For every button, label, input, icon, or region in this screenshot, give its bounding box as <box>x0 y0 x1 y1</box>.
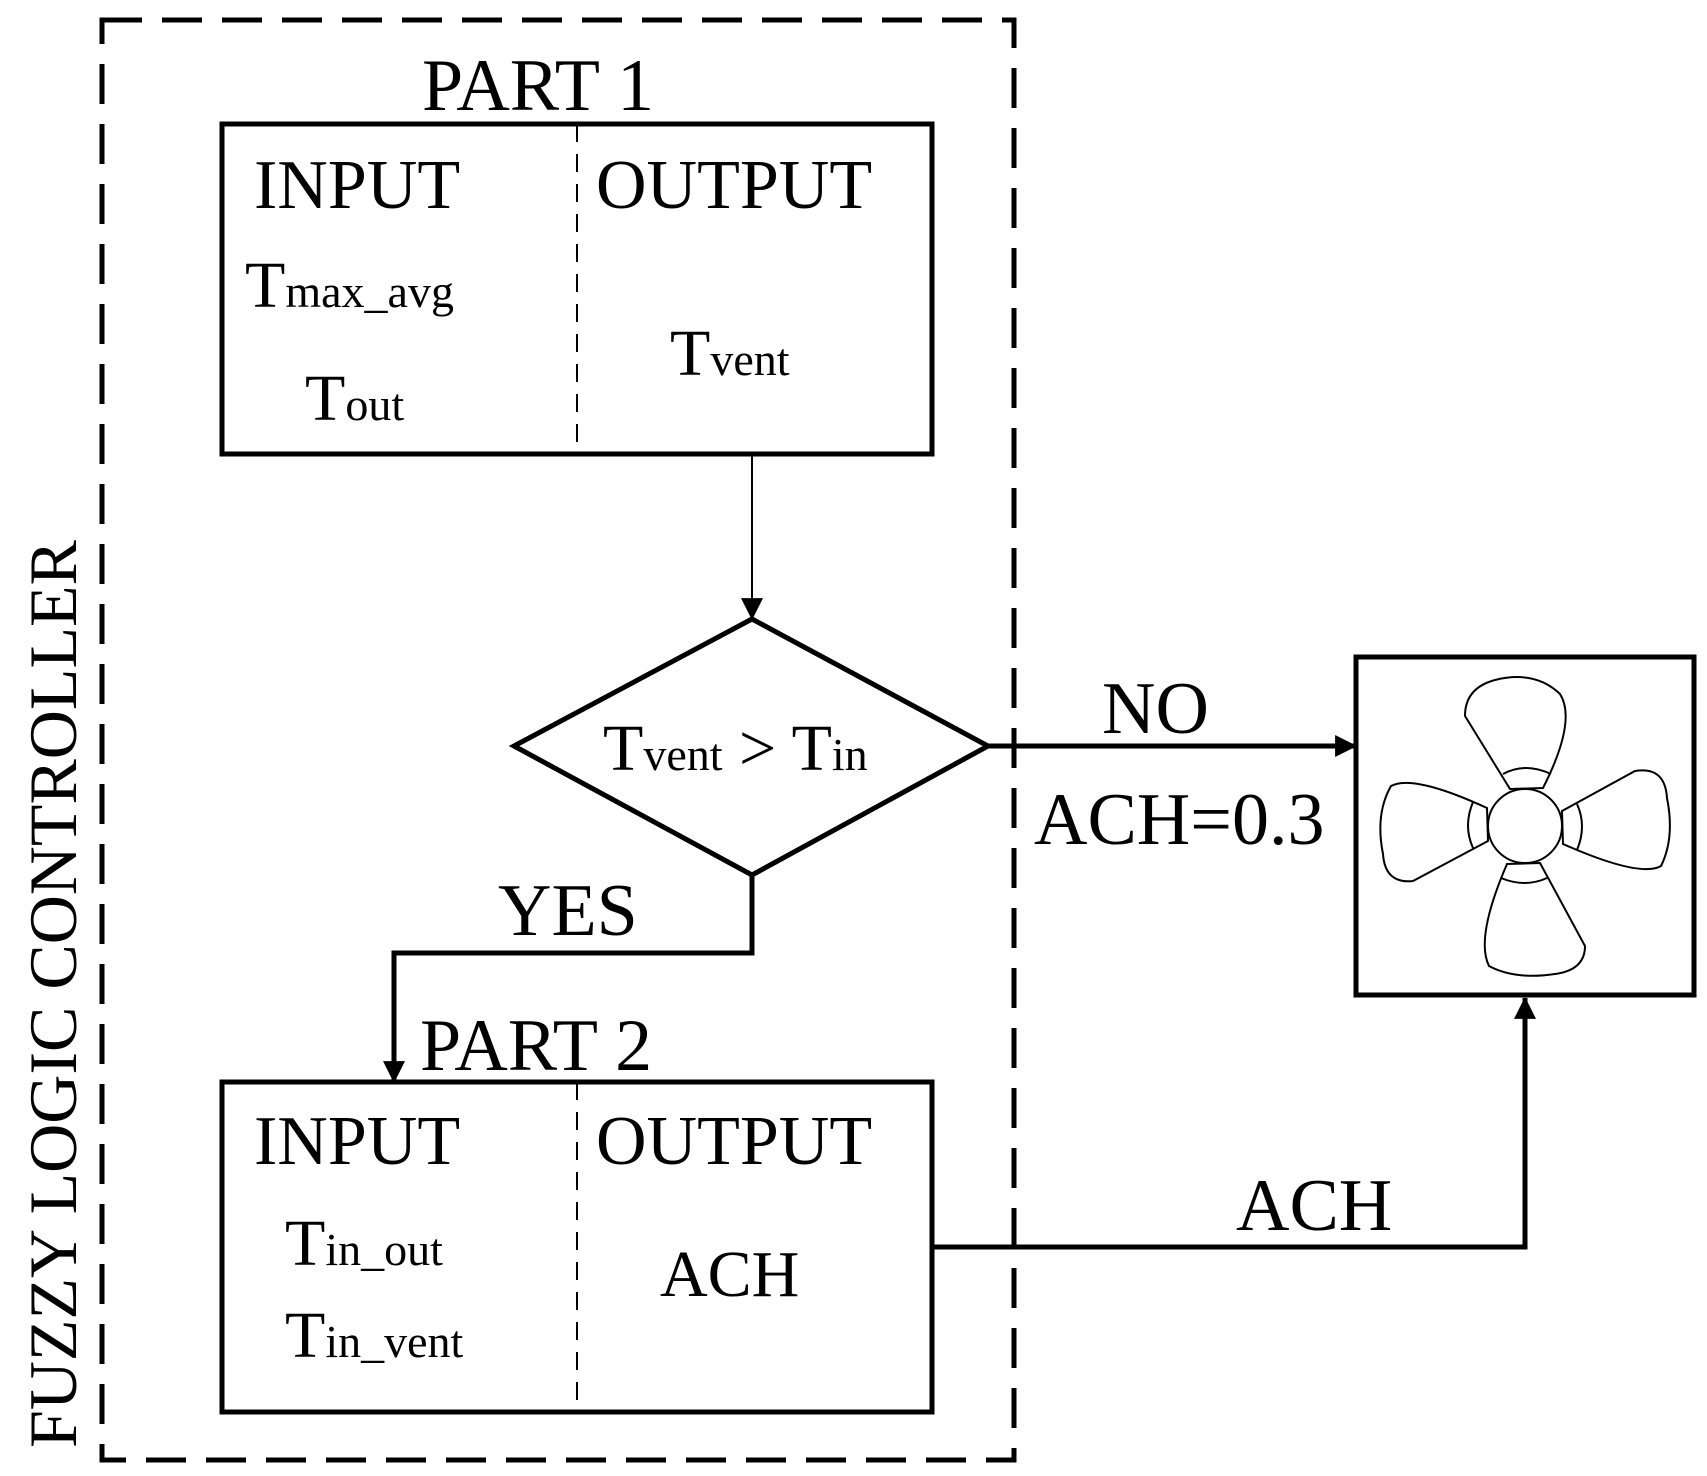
part1-input-tmax-avg: Tmax_avg <box>245 249 454 322</box>
part1-output-tvent: Tvent <box>670 317 790 390</box>
yes-label: YES <box>498 870 638 952</box>
part2-input-tin-out: Tin_out <box>285 1207 443 1280</box>
part2-input-tin-vent: Tin_vent <box>285 1299 464 1372</box>
arrow-ach-to-fan <box>932 996 1536 1250</box>
no-ach-value: ACH=0.3 <box>1034 779 1324 861</box>
ach-link-label: ACH <box>1236 1165 1392 1247</box>
controller-boundary <box>99 17 1017 1463</box>
decision-condition: Tvent > Tin <box>603 712 868 785</box>
part2-output-ach: ACH <box>660 1238 799 1311</box>
part1-output-header: OUTPUT <box>596 147 872 224</box>
part2-output-header: OUTPUT <box>596 1103 872 1180</box>
fan-box <box>1353 654 1697 998</box>
arrow-yes-branch <box>383 875 755 1084</box>
controller-label: FUZZY LOGIC CONTROLLER <box>15 539 91 1448</box>
fan-icon <box>1379 676 1671 977</box>
part2-input-header: INPUT <box>254 1103 460 1180</box>
part1-title: PART 1 <box>422 45 654 127</box>
part2-title: PART 2 <box>420 1005 652 1087</box>
part1-input-header: INPUT <box>254 147 460 224</box>
no-label: NO <box>1102 668 1209 750</box>
part1-input-tout: Tout <box>305 362 404 435</box>
